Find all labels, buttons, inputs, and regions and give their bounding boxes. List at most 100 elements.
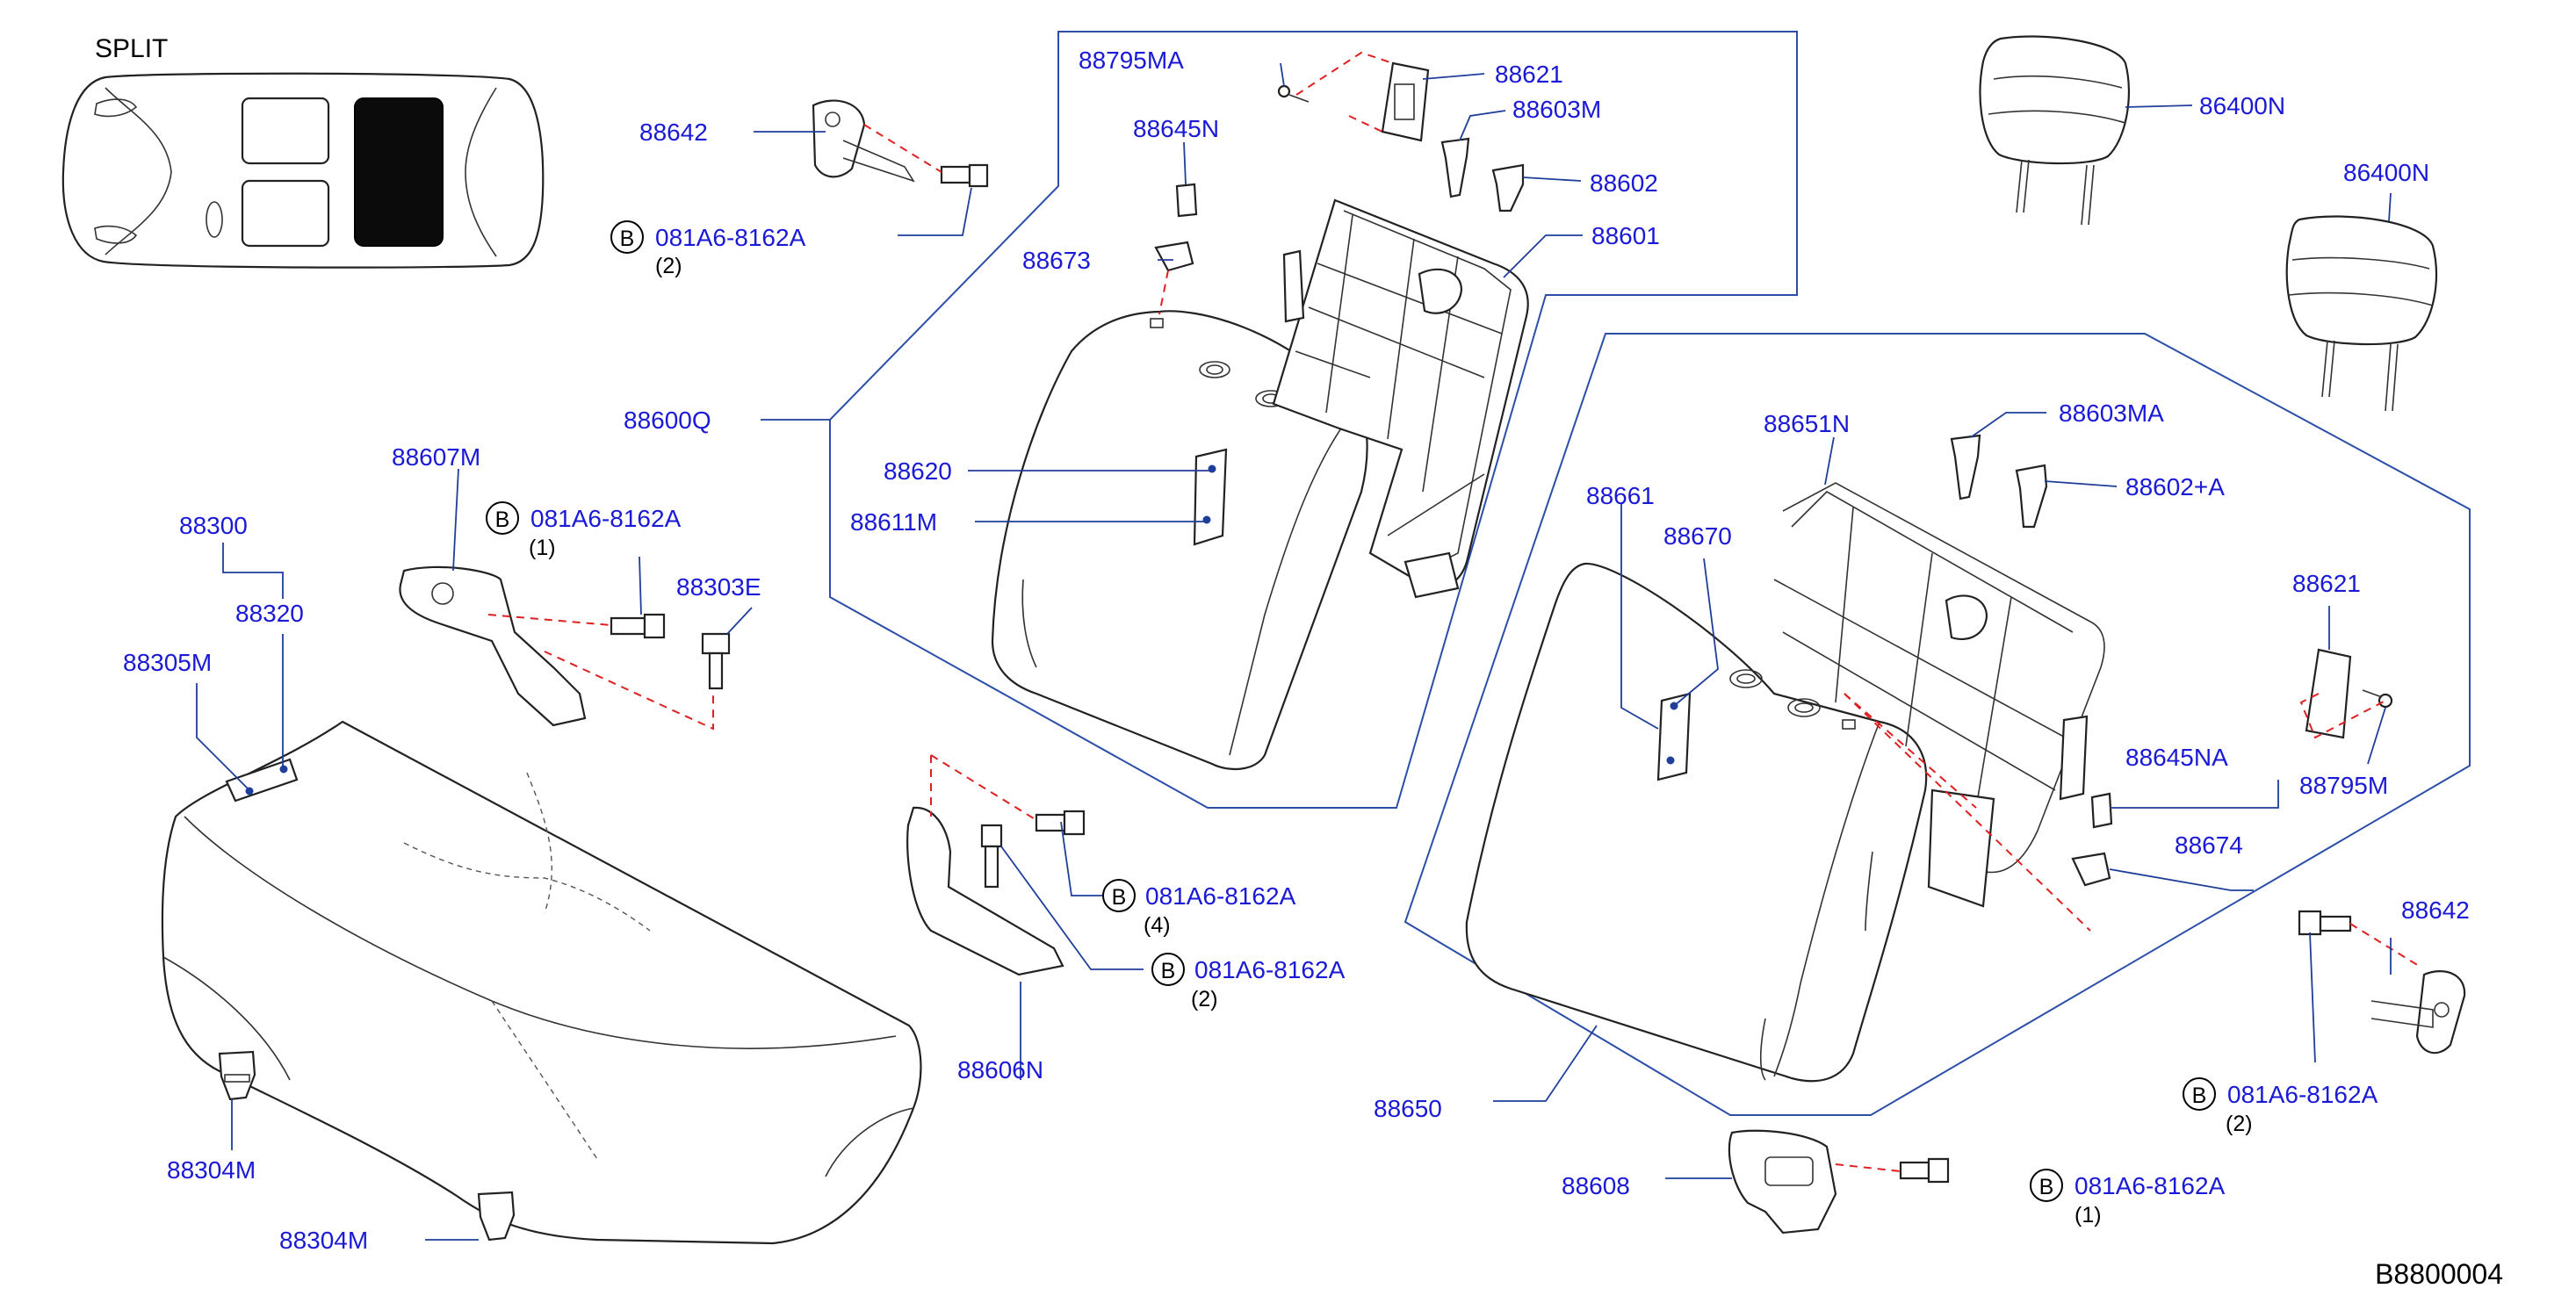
label-081A6-8162A-608: 081A6-8162A — [2075, 1172, 2226, 1199]
label-88602A: 88602+A — [2125, 473, 2225, 500]
label-88651N: 88651N — [1764, 410, 1850, 437]
label-88650: 88650 — [1374, 1095, 1442, 1122]
label-88603M: 88603M — [1512, 96, 1601, 123]
label-86400N-a: 86400N — [2199, 92, 2285, 119]
label-88303E: 88303E — [676, 573, 761, 601]
knob-88645N — [1175, 183, 1198, 218]
split-label: SPLIT — [95, 34, 168, 63]
leader-lines — [196, 62, 2392, 1241]
label-88621-right: 88621 — [2292, 570, 2361, 597]
bolt-608 — [1899, 1157, 1950, 1184]
label-86400N-b: 86400N — [2343, 159, 2429, 186]
bolt-prefix-608: B — [2039, 1175, 2054, 1199]
striker-88603M — [1440, 137, 1470, 198]
label-88300: 88300 — [179, 512, 248, 539]
label-88620: 88620 — [884, 457, 952, 485]
bolt-88303E — [701, 632, 731, 690]
hinge-88642-top — [812, 99, 915, 183]
bolt-top — [940, 163, 989, 188]
label-88621-top: 88621 — [1495, 61, 1563, 88]
bolt-callout-608: B 081A6-8162A (1) — [2030, 1169, 2226, 1227]
label-88611M: 88611M — [850, 508, 937, 536]
qty-right: (2) — [2226, 1112, 2253, 1136]
bolt-prefix-right: B — [2192, 1083, 2207, 1108]
label-88645N: 88645N — [1133, 115, 1219, 142]
bezel-88673 — [1154, 241, 1194, 272]
label-88608: 88608 — [1562, 1172, 1630, 1199]
bolt-606a — [1035, 810, 1086, 836]
bolt-right — [2298, 910, 2352, 936]
label-88304M-b: 88304M — [279, 1227, 368, 1254]
seatback-small — [991, 310, 1368, 770]
label-88674: 88674 — [2175, 831, 2243, 859]
bolt-prefix-top: B — [620, 227, 635, 251]
bolt-callout-top: B 081A6-8162A (2) — [610, 220, 806, 278]
bolt-prefix-606b: B — [1161, 959, 1176, 983]
part-labels: 88795MA 88621 88603M 88602 88645N 88673 … — [123, 47, 2470, 1254]
hinge-88642-right — [2370, 970, 2466, 1055]
qty-608: (1) — [2075, 1203, 2102, 1227]
label-88670: 88670 — [1663, 522, 1732, 550]
label-88320: 88320 — [235, 600, 304, 627]
label-081A6-8162A-606a: 081A6-8162A — [1145, 882, 1296, 910]
assembly-guides — [487, 51, 2420, 1172]
label-88661: 88661 — [1586, 482, 1655, 509]
label-88642-top: 88642 — [639, 119, 708, 146]
label-88673: 88673 — [1022, 247, 1091, 274]
label-88601: 88601 — [1591, 222, 1660, 249]
bolt-callout-606b: B 081A6-8162A (2) — [1151, 953, 1346, 1011]
label-88795MA: 88795MA — [1079, 47, 1184, 74]
hinge-88607M — [399, 565, 587, 727]
bolt-prefix-606a: B — [1112, 885, 1127, 910]
striker-88603MA — [1950, 434, 1981, 500]
knob-88645NA — [2090, 792, 2113, 829]
headrest-a — [1979, 35, 2131, 226]
label-081A6-8162A-right: 081A6-8162A — [2227, 1081, 2378, 1108]
label-081A6-8162A-top: 081A6-8162A — [655, 224, 806, 251]
seatback-small-frame — [1272, 198, 1529, 599]
qty-606b: (2) — [1191, 987, 1218, 1011]
label-88305M: 88305M — [123, 649, 212, 676]
label-88606N: 88606N — [957, 1056, 1043, 1083]
clip-88304M-b — [477, 1191, 516, 1242]
label-88607M: 88607M — [392, 443, 480, 471]
bolt-callout-606a: B 081A6-8162A (4) — [1102, 879, 1296, 938]
split-car-illustration: SPLIT — [61, 34, 545, 269]
headrest-b — [2285, 215, 2438, 412]
bracket-88606N — [906, 806, 1064, 976]
lock-88621-right — [2305, 648, 2352, 739]
label-88645NA: 88645NA — [2125, 744, 2228, 771]
bolt-prefix-607: B — [495, 508, 510, 532]
bolt-88795MA — [1277, 84, 1310, 103]
label-88795M: 88795M — [2299, 772, 2388, 799]
bolt-callout-607: B 081A6-8162A (1) — [486, 501, 682, 560]
guide-88602 — [1491, 163, 1525, 212]
bolt-callout-right: B 081A6-8162A (2) — [2183, 1077, 2378, 1136]
qty-606a: (4) — [1144, 913, 1171, 938]
seat-cushion — [161, 720, 922, 1245]
guide-88602A — [2015, 464, 2048, 529]
label-081A6-8162A-607: 081A6-8162A — [530, 505, 682, 532]
seatback-large — [1465, 562, 1928, 1083]
qty-top: (2) — [655, 254, 682, 278]
label-88304M-a: 88304M — [167, 1156, 256, 1184]
seatback-large-frame — [1773, 482, 2105, 908]
clip-88304M-a — [218, 1050, 256, 1101]
seatback-small-group-outline — [829, 31, 1798, 809]
bolt-607 — [610, 613, 666, 639]
label-88602: 88602 — [1590, 169, 1658, 197]
lock-88621-top — [1381, 61, 1430, 142]
bolt-606b — [980, 824, 1003, 889]
label-88600Q: 88600Q — [624, 407, 711, 434]
seatback-large-group-outline — [1403, 333, 2471, 1116]
diagram-code: B8800004 — [2375, 1258, 2503, 1290]
bolt-88795M — [2362, 689, 2393, 709]
label-88642-right: 88642 — [2401, 896, 2470, 924]
qty-607: (1) — [529, 536, 556, 560]
bezel-88674 — [2071, 852, 2111, 887]
label-88603MA: 88603MA — [2059, 400, 2164, 427]
hinge-88608 — [1728, 1129, 1837, 1235]
label-081A6-8162A-606b: 081A6-8162A — [1194, 956, 1346, 983]
